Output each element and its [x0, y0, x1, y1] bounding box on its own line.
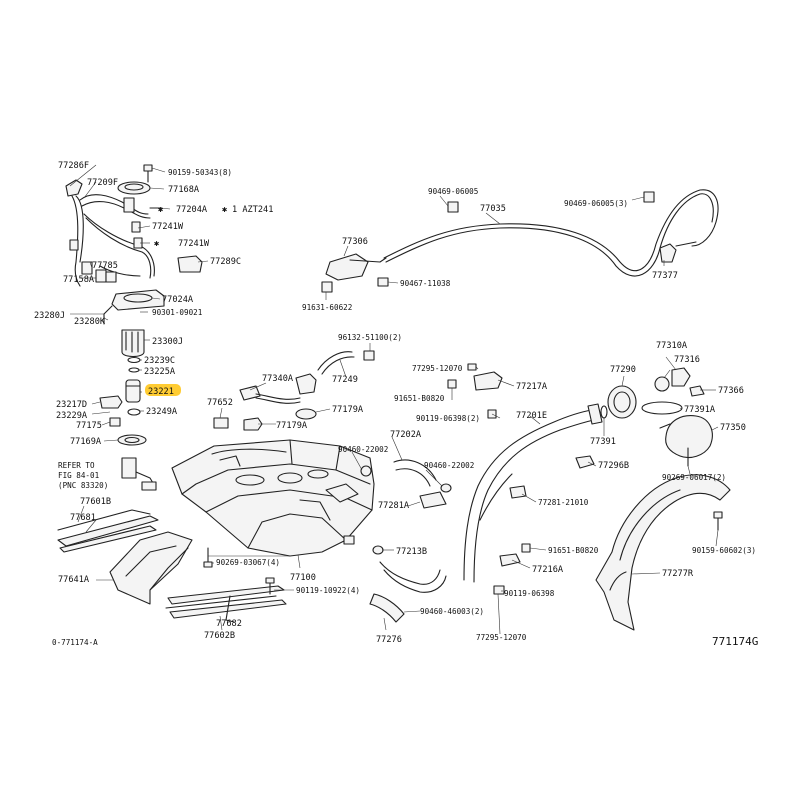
label-90460-22002-a: 90460-22002 [338, 445, 388, 454]
label-77281A: 77281A [378, 501, 410, 511]
vent-and-valves [213, 350, 375, 431]
label-23217D: 23217D [56, 400, 87, 410]
label-90467-11038: 90467-11038 [400, 279, 451, 288]
label-23229A: 23229A [56, 411, 88, 421]
label-77681: 77681 [70, 513, 96, 523]
label-77316: 77316 [674, 355, 700, 365]
label-77209F: 77209F [87, 178, 118, 188]
label-77204A: 77204A [176, 205, 208, 215]
label-90119-06398-b: 90119-06398 [504, 589, 555, 598]
label-90159-50343: 90159-50343(8) [168, 168, 232, 177]
reference-code: 0-771174-A [52, 638, 98, 647]
label-23280K: 23280K [74, 317, 106, 327]
label-77179A-2: 77179A [276, 421, 308, 431]
label-90119-06398-a: 90119-06398(2) [416, 414, 480, 423]
label-77340A: 77340A [262, 374, 294, 384]
label-90469-06005-a: 90469-06005 [428, 187, 478, 196]
label-77602B: 77602B [204, 631, 235, 641]
label-90269-06017: 90269-06017(2) [662, 473, 726, 482]
fuel-lid-opener-cable [321, 189, 719, 293]
leader-lines-lower-left [77, 505, 294, 631]
label-77286F: 77286F [58, 161, 89, 171]
label-azt241: 1 AZT241 [232, 205, 273, 215]
fuel-inlet-protector [595, 474, 731, 631]
label-77249: 77249 [332, 375, 358, 385]
fuel-line-assembly [65, 164, 203, 491]
label-77100: 77100 [290, 573, 316, 583]
label-77391: 77391 [590, 437, 616, 447]
label-77241W-2: 77241W [178, 239, 210, 249]
fuel-cap-assembly [600, 367, 713, 467]
leader-lines-top-right [325, 195, 665, 300]
label-77179A-1: 77179A [332, 405, 364, 415]
leader-lines-top-left [69, 164, 209, 442]
fuel-tank [171, 439, 375, 557]
label-77295-12070-a: 77295-12070 [412, 364, 463, 373]
label-77035: 77035 [480, 204, 506, 214]
label-77281-21010: 77281-21010 [538, 498, 589, 507]
label-90460-22002-b: 90460-22002 [424, 461, 474, 470]
label-77289C: 77289C [210, 257, 241, 267]
label-77306: 77306 [342, 237, 368, 247]
label-23225A: 23225A [144, 367, 176, 377]
label-77641A: 77641A [58, 575, 90, 585]
label-90301-09021: 90301-09021 [152, 308, 203, 317]
label-90159-60602: 90159-60602(3) [692, 546, 756, 555]
label-77213B: 77213B [396, 547, 427, 557]
label-77377: 77377 [652, 271, 678, 281]
label-77295-12070-b: 77295-12070 [476, 633, 527, 642]
label-91651-B0820-a: 91651-B0820 [394, 394, 445, 403]
label-91651-B0820-b: 91651-B0820 [548, 546, 599, 555]
label-90119-10922: 90119-10922(4) [296, 586, 360, 595]
label-77310A: 77310A [656, 341, 688, 351]
label-77168A: 77168A [168, 185, 200, 195]
label-77216A: 77216A [532, 565, 564, 575]
label-77175: 77175 [76, 421, 102, 431]
label-96132-51100: 96132-51100(2) [338, 333, 402, 342]
label-refer-pnc: (PNC 83320) [58, 481, 108, 490]
label-77241W-1: 77241W [152, 222, 184, 232]
label-23249A: 23249A [146, 407, 178, 417]
label-90269-03067: 90269-03067(4) [216, 558, 280, 567]
label-77241W-2-mark: ✱ [154, 239, 159, 249]
label-23280J: 23280J [34, 311, 65, 321]
highlight-23221 [145, 384, 181, 396]
label-77158A: 77158A [63, 275, 95, 285]
label-77024A: 77024A [162, 295, 194, 305]
label-77201E: 77201E [516, 411, 547, 421]
label-23300J: 23300J [152, 337, 183, 347]
leader-lines-center [219, 343, 371, 569]
label-77296B: 77296B [598, 461, 629, 471]
label-77682: 77682 [216, 619, 242, 629]
label-77290: 77290 [610, 365, 636, 375]
figure-id: 771174G [712, 635, 758, 648]
label-77785: 77785 [92, 261, 118, 271]
label-refer-fig: FIG 84-01 [58, 471, 100, 480]
label-23221: 23221 [148, 387, 174, 397]
label-77601B: 77601B [80, 497, 111, 507]
filler-pipe-assembly [360, 363, 603, 623]
label-23239C: 23239C [144, 356, 175, 366]
label-77277R: 77277R [662, 569, 694, 579]
label-77204A-mark: ✱ [158, 205, 163, 215]
label-90469-06005-b: 90469-06005(3) [564, 199, 628, 208]
label-77202A: 77202A [390, 430, 422, 440]
label-90460-46003: 90460-46003(2) [420, 607, 484, 616]
label-77276: 77276 [376, 635, 402, 645]
label-77350: 77350 [720, 423, 746, 433]
label-77652: 77652 [207, 398, 233, 408]
label-77366: 77366 [718, 386, 744, 396]
label-77217A: 77217A [516, 382, 548, 392]
label-77391A: 77391A [684, 405, 716, 415]
label-refer-to: REFER TO [58, 461, 95, 470]
label-77169A: 77169A [70, 437, 102, 447]
leader-lines-right [351, 356, 719, 635]
part-labels: 77286F 90159-50343(8) 77209F 77168A ✱ 77… [34, 161, 758, 648]
label-91631-60622: 91631-60622 [302, 303, 352, 312]
tank-straps-and-protector [57, 509, 287, 623]
label-azt241-mark: ✱ [222, 205, 227, 215]
